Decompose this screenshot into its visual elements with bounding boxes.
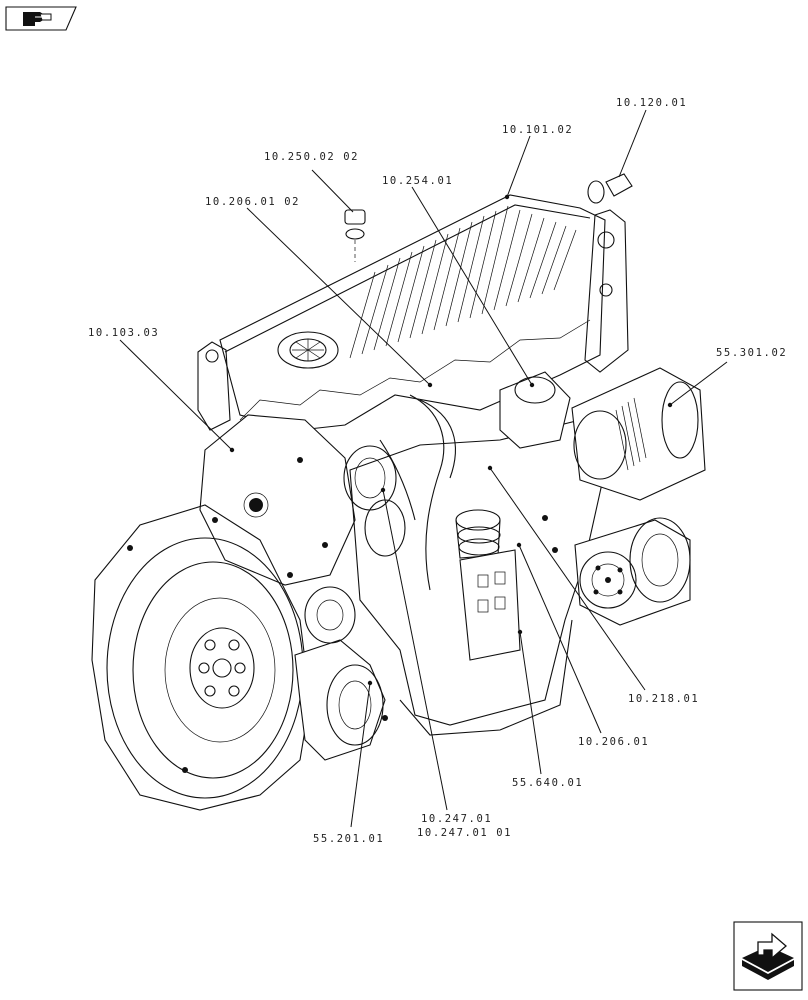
- leader-line-5: [246, 207, 431, 386]
- callout-label[interactable]: 55.201.01: [313, 833, 384, 845]
- page-forward-arrow-icon: [742, 932, 794, 980]
- callout-label[interactable]: 10.103.03: [88, 327, 159, 339]
- callout-label[interactable]: 10.247.01 01: [417, 827, 512, 839]
- leader-line-7: [669, 361, 728, 406]
- callout-labels: 10.250.02 02 10.254.01 10.101.02 10.120.…: [88, 97, 787, 845]
- leader-line-12: [350, 682, 371, 828]
- callout-label[interactable]: 10.120.01: [616, 97, 687, 109]
- callout-label[interactable]: 55.301.02: [716, 347, 787, 359]
- callout-label[interactable]: 10.250.02 02: [264, 151, 359, 163]
- callout-label[interactable]: 10.206.01 02: [205, 196, 300, 208]
- leader-line-11: [382, 489, 448, 811]
- leader-line-10: [519, 631, 542, 775]
- callout-label[interactable]: 55.640.01: [512, 777, 583, 789]
- back-button[interactable]: [5, 6, 77, 31]
- callout-label[interactable]: 10.247.01: [421, 813, 492, 825]
- callout-label[interactable]: 10.101.02: [502, 124, 573, 136]
- leader-line-6: [119, 339, 233, 451]
- engine-illustration: [91, 173, 706, 811]
- callout-label[interactable]: 10.254.01: [382, 175, 453, 187]
- leader-line-8: [489, 467, 646, 691]
- leader-line-4: [618, 109, 647, 178]
- leader-line-9: [518, 544, 602, 734]
- leader-line-3: [506, 135, 531, 198]
- forward-button[interactable]: [733, 921, 803, 991]
- leader-lines: [119, 109, 728, 828]
- leader-line-2: [411, 186, 533, 386]
- callout-label[interactable]: 10.218.01: [628, 693, 699, 705]
- leader-line-1: [311, 169, 354, 213]
- callout-label[interactable]: 10.206.01: [578, 736, 649, 748]
- hand-pointer-back-icon: [23, 12, 52, 26]
